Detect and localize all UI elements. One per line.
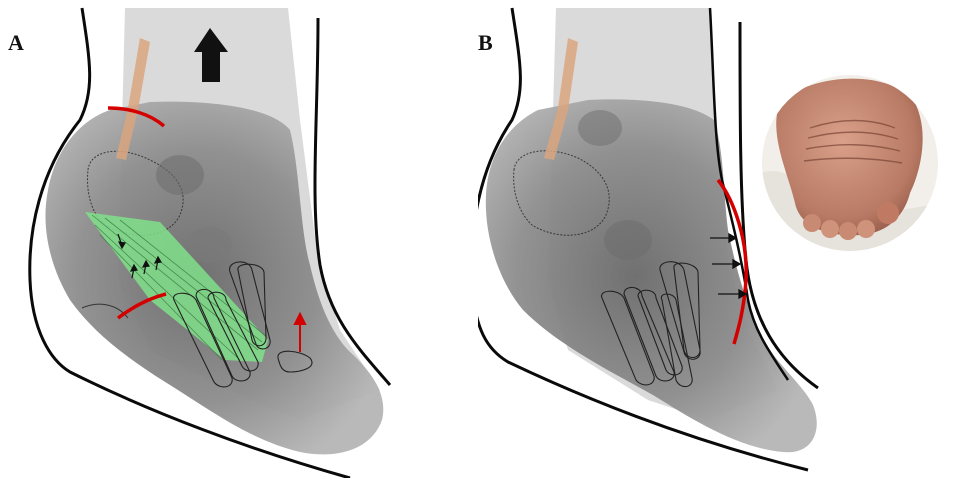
panel-b-label: B — [478, 30, 493, 56]
foot-xray — [45, 102, 383, 455]
navicular-shadow — [188, 227, 232, 263]
panel-a-illustration — [0, 0, 477, 478]
panel-a: A — [0, 0, 477, 478]
panel-b: B — [478, 0, 955, 478]
panel-a-label: A — [8, 30, 24, 56]
infant-foot-photo — [760, 73, 940, 253]
cuboid-shadow — [578, 110, 622, 146]
panel-b-illustration — [478, 0, 955, 478]
navicular-shadow — [604, 220, 652, 260]
cuboid-shadow — [156, 155, 204, 195]
